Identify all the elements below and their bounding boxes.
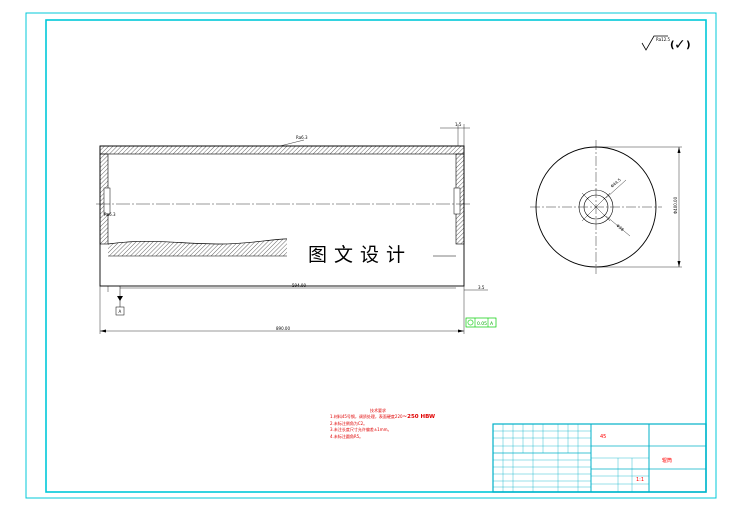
break-line bbox=[107, 238, 301, 245]
side-view: Φ44.5 Φ38 Φ400.00 bbox=[530, 140, 682, 274]
inner-bore-right bbox=[453, 187, 461, 215]
top-wall-section bbox=[99, 145, 465, 155]
notes-title: 技术要求 bbox=[370, 408, 386, 413]
roughness-symbol: Ra12.5 ( ✓ ) bbox=[641, 35, 691, 53]
roughness-leader bbox=[279, 139, 305, 147]
title-block-drawing-name: 辊筒 bbox=[662, 457, 672, 464]
roughness-paren-left: ( bbox=[670, 40, 675, 51]
notes-line-3: 3.未注长度尺寸允许偏差±1mm。 bbox=[330, 427, 392, 433]
roughness-value: Ra12.5 bbox=[656, 37, 671, 42]
inner-bore-left bbox=[103, 187, 111, 215]
outer-diameter-label: Φ38 bbox=[615, 223, 625, 232]
total-length-arrow-r bbox=[458, 329, 464, 333]
tolerance-frame: 0.05 A bbox=[465, 317, 497, 328]
watermark: 图文设计 bbox=[287, 238, 433, 272]
total-length-arrow-l bbox=[100, 329, 106, 333]
title-block bbox=[492, 423, 707, 493]
datum-triangle bbox=[117, 296, 123, 301]
check-mark-icon: ✓ bbox=[674, 37, 686, 53]
right-height-label: 3.5 bbox=[478, 285, 485, 290]
hardness-value: ~250 HBW bbox=[402, 414, 436, 421]
notes-line-1: 1.材料45号钢，调质处理，表面硬度220~250 HBW bbox=[330, 414, 436, 421]
datum-letter: A bbox=[119, 309, 122, 314]
height-arrow-top bbox=[677, 147, 681, 153]
inner-border bbox=[45, 19, 707, 493]
cylinder-outline bbox=[99, 145, 465, 287]
total-length-label: 890.00 bbox=[276, 326, 290, 331]
tolerance-value: 0.05 bbox=[477, 321, 487, 327]
left-bore-label: Ra6.3 bbox=[104, 212, 116, 217]
technical-notes: 技术要求 1.材料45号钢，调质处理，表面硬度220~250 HBW 2.未标注… bbox=[330, 408, 490, 440]
diag-centerline-2 bbox=[581, 192, 611, 222]
outer-border bbox=[25, 12, 717, 499]
inner-diameter-label: Φ44.5 bbox=[609, 177, 622, 189]
top-offset-label: 1.5 bbox=[455, 122, 462, 127]
notes-line-4: 4.未标注圆角R5。 bbox=[330, 433, 364, 439]
tolerance-datum: A bbox=[490, 321, 494, 327]
front-view: Ra6.3 1.5 Ra6.3 594.00 3.5 890.00 A bbox=[96, 122, 497, 334]
roughness-top-label: Ra6.3 bbox=[296, 135, 308, 140]
notes-line-2: 2.未标注倒角为C2。 bbox=[330, 420, 368, 426]
outer-diameter-leader bbox=[605, 215, 631, 237]
height-arrow-bottom bbox=[677, 261, 681, 267]
break-section bbox=[108, 238, 300, 256]
datum-box bbox=[115, 306, 125, 316]
title-block-material: 45 bbox=[600, 434, 606, 440]
title-block-scale: 1:1 bbox=[636, 477, 644, 483]
height-label: Φ400.00 bbox=[673, 196, 678, 214]
roughness-paren-right: ) bbox=[686, 40, 691, 51]
bore-length-label: 594.00 bbox=[292, 283, 306, 288]
inner-diameter-leader bbox=[605, 179, 627, 199]
